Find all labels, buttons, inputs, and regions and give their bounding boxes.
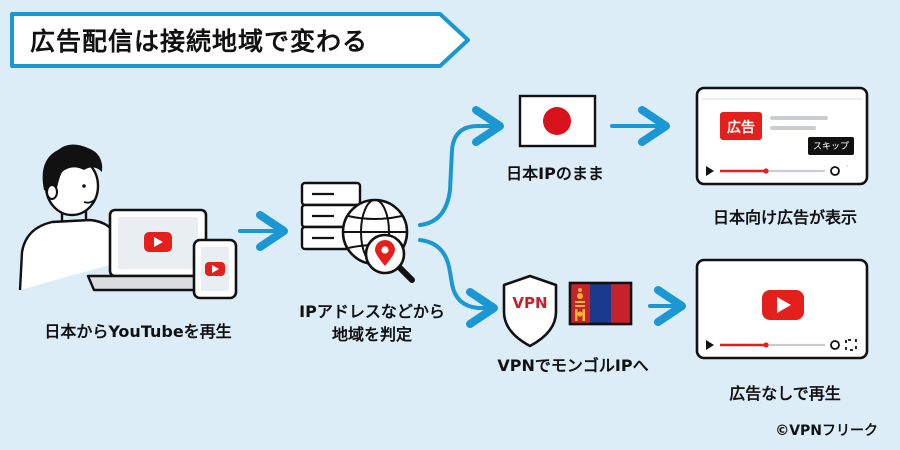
skip-badge [808,137,854,155]
skip-button: スキップ [812,142,849,152]
server-label: IPアドレスなどから 地域を判定 [299,302,445,345]
vpn-shield-icon [502,274,558,348]
user-label: 日本からYouTubeを再生 [44,322,232,341]
result-ad-label: 日本向け広告が表示 [712,208,857,227]
vpn-shield-text: VPN [512,294,548,312]
arrow-server-to-vpn [418,238,498,328]
ad-badge [720,112,762,140]
phone-illustration [192,238,238,300]
settings-icon [830,166,840,176]
result-noad-label: 広告なしで再生 [729,384,841,403]
settings-icon [830,340,840,350]
magnifier-location-icon [364,233,415,283]
title-banner [10,12,470,68]
credit-text: ©VPNフリーク [775,423,878,439]
vpn-ip-label: VPNでモンゴルIPへ [497,356,649,375]
ad-badge-text: 広告 [727,120,755,136]
video-player-no-ad [695,258,869,360]
arrow-server-to-japan [418,106,504,227]
japan-flag-icon [518,94,597,148]
japan-ip-label: 日本IPのまま [506,164,604,183]
mongolia-flag-icon [568,281,633,326]
video-player-with-ad [695,86,869,186]
page-title: 広告配信は接続地域で変わる [30,27,369,56]
user-illustration [18,144,122,291]
play-icon [706,340,714,350]
play-icon [706,166,714,176]
